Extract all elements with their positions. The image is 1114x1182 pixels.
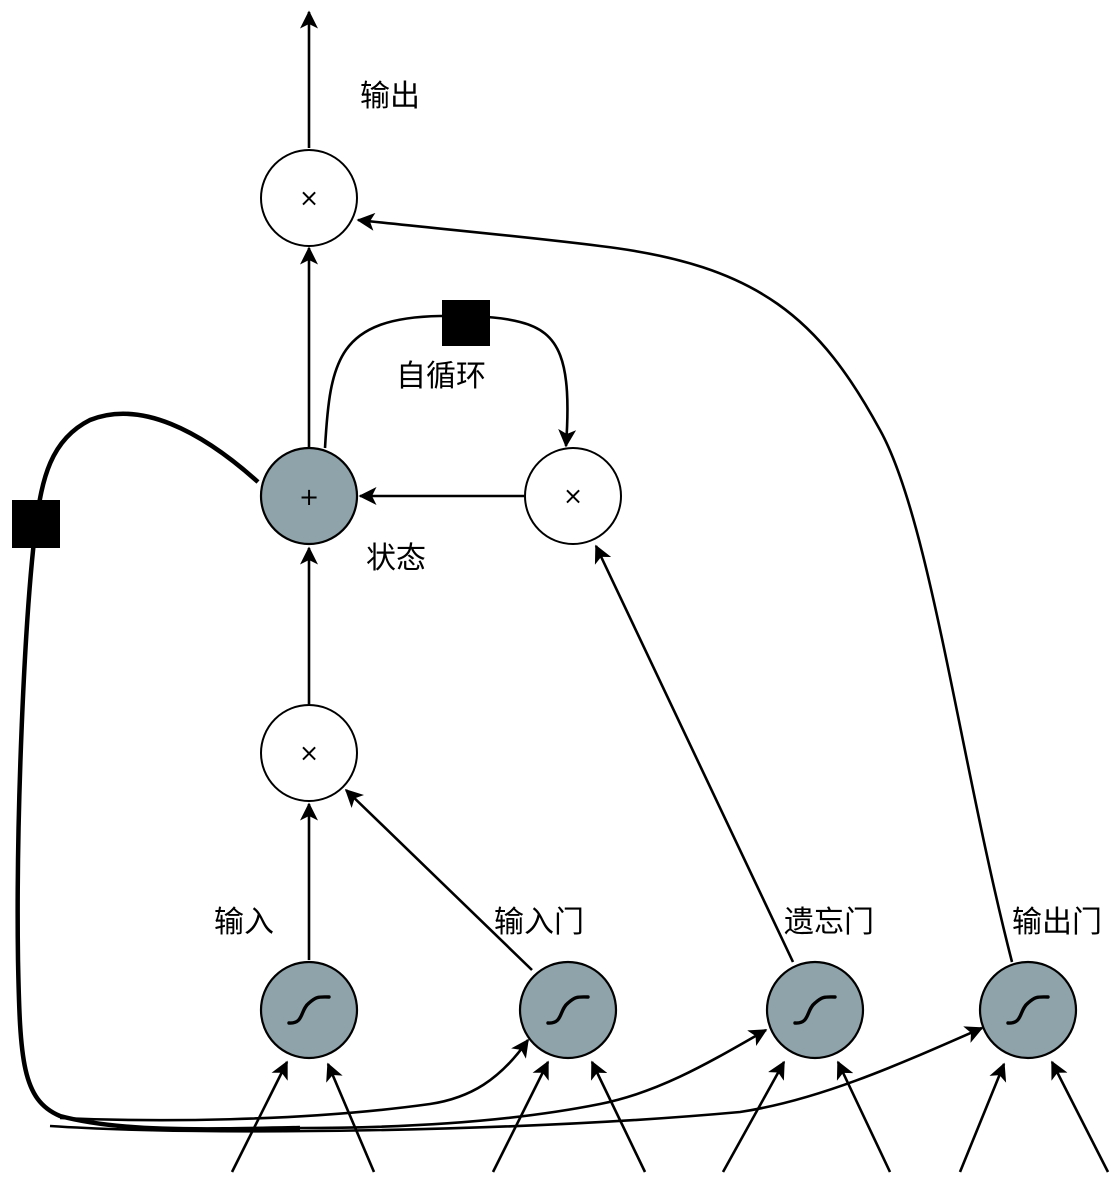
- input-arrow-1b: [326, 1062, 376, 1173]
- forget-gate-to-multiply-arrow: [594, 544, 795, 963]
- input-arrow-2b: [590, 1060, 647, 1173]
- input-arrow-3b: [836, 1060, 892, 1173]
- input-multiply-node: ×: [260, 704, 358, 802]
- input-arrow-2a: [491, 1060, 550, 1173]
- forget-gate-node: [765, 960, 865, 1060]
- input-arrow-3a: [721, 1060, 786, 1173]
- forget-multiply-symbol: ×: [563, 482, 583, 510]
- sigmoid-icon: [793, 995, 837, 1025]
- sigmoid-icon: [1006, 995, 1050, 1025]
- input-unit-node: [259, 960, 359, 1060]
- output-multiply-node: ×: [260, 149, 358, 247]
- input-arrow-1a: [230, 1060, 289, 1173]
- recurrent-loop-curve: [33, 411, 260, 525]
- state-label: 状态: [366, 541, 426, 576]
- input-gate-label: 输入门: [494, 905, 584, 940]
- self-loop-delay-box: [442, 300, 490, 346]
- sigmoid-icon: [287, 995, 331, 1025]
- output-label: 输出: [360, 79, 420, 114]
- input-multiply-symbol: ×: [299, 739, 319, 767]
- input-gate-node: [518, 960, 618, 1060]
- output-gate-node: [978, 960, 1078, 1060]
- sigmoid-icon: [546, 995, 590, 1025]
- state-add-symbol: +: [299, 483, 319, 511]
- feedback-to-forget-gate: [299, 1028, 768, 1130]
- feedback-to-input-gate: [59, 1038, 530, 1122]
- forget-gate-label: 遗忘门: [784, 905, 874, 940]
- self-loop-label: 自循环: [396, 359, 486, 394]
- feedback-to-output-gate: [49, 1026, 984, 1133]
- output-gate-to-multiply-curve: [356, 212, 1014, 963]
- input-arrow-4a: [958, 1062, 1007, 1173]
- state-node: +: [259, 446, 359, 546]
- recurrent-delay-box: [12, 500, 60, 548]
- input-label: 输入: [214, 905, 274, 940]
- recurrent-loop-down: [15, 523, 301, 1132]
- forget-multiply-node: ×: [524, 447, 622, 545]
- output-gate-label: 输出门: [1012, 905, 1102, 940]
- input-gate-to-multiply-arrow: [344, 788, 533, 971]
- output-multiply-symbol: ×: [299, 184, 319, 212]
- input-arrow-4b: [1050, 1060, 1110, 1173]
